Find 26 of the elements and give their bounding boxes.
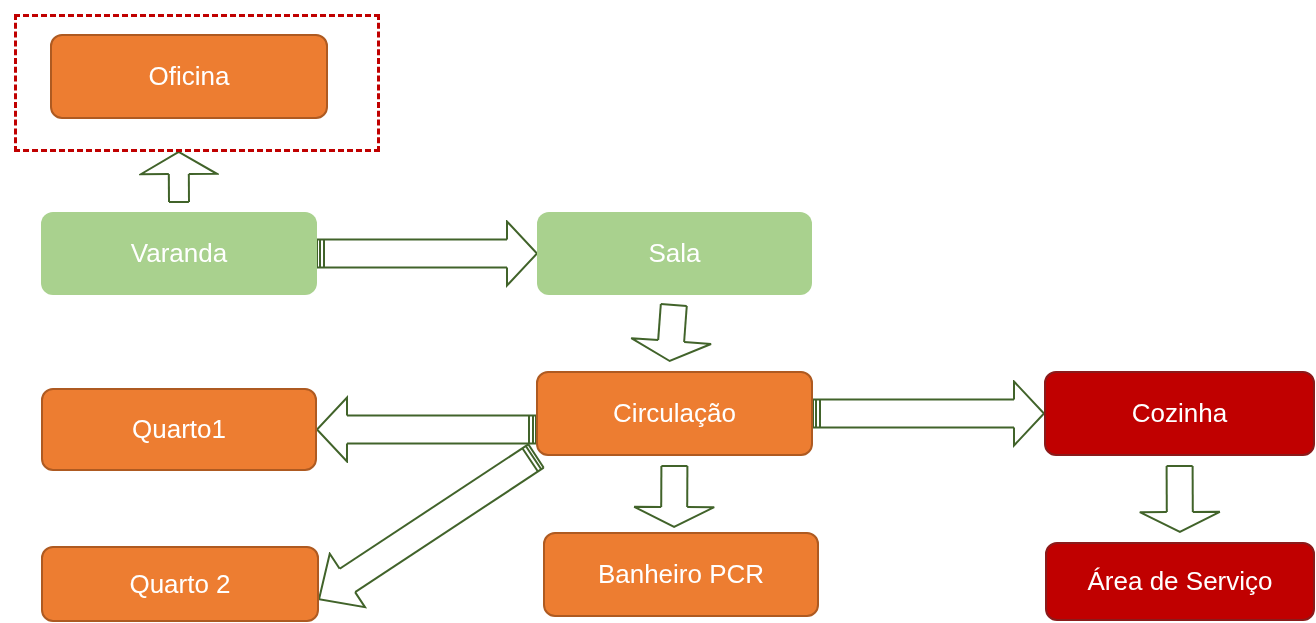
dashed-frame: [14, 14, 380, 152]
process-box: [41, 546, 319, 622]
block-arrow: [1138, 464, 1221, 533]
room-label: Quarto1: [132, 414, 226, 445]
block-arrow: [139, 151, 218, 204]
block-arrow: [630, 303, 713, 362]
block-arrow: [316, 396, 537, 463]
process-box: [1045, 542, 1315, 621]
process-box: [41, 388, 317, 471]
block-arrow: [812, 380, 1045, 447]
block-arrow: [316, 220, 538, 287]
process-box: [1044, 371, 1315, 456]
block-arrow: [633, 464, 716, 528]
process-box: [543, 532, 819, 617]
room-label: Sala: [648, 238, 701, 269]
process-box: [536, 371, 813, 456]
room-label: Cozinha: [1131, 398, 1228, 429]
room-label: Área de Serviço: [1087, 566, 1273, 597]
process-box: [41, 212, 317, 295]
room-label: Varanda: [130, 238, 228, 269]
room-label: Circulação: [613, 398, 736, 429]
room-label: Banheiro PCR: [597, 559, 765, 590]
room-label: Quarto 2: [129, 568, 231, 600]
room-label: Oficina: [148, 61, 230, 92]
process-box: [50, 34, 328, 119]
process-box: [537, 212, 812, 295]
